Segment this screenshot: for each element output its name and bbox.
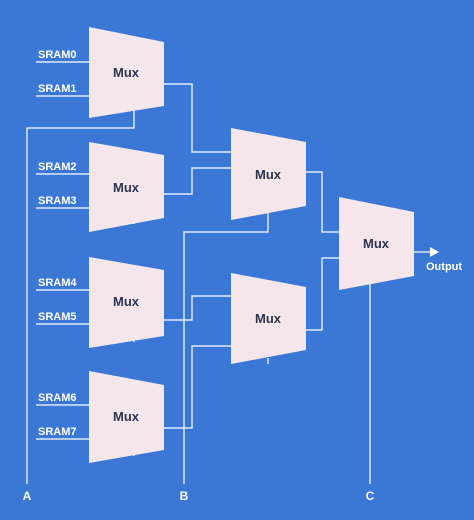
- output-label: Output: [426, 261, 462, 273]
- output-arrow-icon: [430, 247, 439, 257]
- select-label-b: B: [180, 489, 189, 503]
- input-label-sram1: SRAM1: [38, 83, 77, 95]
- mux-2: Mux: [89, 142, 164, 232]
- mux-6-label: Mux: [255, 311, 282, 326]
- mux-4-label: Mux: [113, 409, 140, 424]
- mux-1: Mux: [89, 27, 164, 118]
- mux-6: Mux: [231, 273, 306, 364]
- input-label-sram4: SRAM4: [38, 277, 77, 289]
- stage2-output-wires: [306, 171, 339, 331]
- input-labels: SRAM0 SRAM1 SRAM2 SRAM3 SRAM4 SRAM5 SRAM…: [38, 49, 77, 438]
- input-label-sram5: SRAM5: [38, 311, 77, 323]
- select-labels: A B C: [23, 489, 375, 503]
- mux-3-label: Mux: [113, 294, 140, 309]
- mux-7: Mux: [339, 197, 414, 290]
- input-label-sram0: SRAM0: [38, 49, 77, 61]
- mux-5-label: Mux: [255, 167, 282, 182]
- input-label-sram6: SRAM6: [38, 392, 77, 404]
- mux-4: Mux: [89, 371, 164, 463]
- mux-1-label: Mux: [113, 65, 140, 80]
- select-label-c: C: [366, 489, 375, 503]
- mux-5: Mux: [231, 128, 306, 220]
- input-label-sram2: SRAM2: [38, 161, 77, 173]
- mux-7-label: Mux: [363, 236, 390, 251]
- stage1-output-wires: [164, 83, 231, 429]
- input-label-sram3: SRAM3: [38, 195, 77, 207]
- input-wires: [36, 61, 89, 440]
- select-label-a: A: [23, 489, 32, 503]
- input-label-sram7: SRAM7: [38, 426, 77, 438]
- mux-3: Mux: [89, 257, 164, 348]
- mux-2-label: Mux: [113, 180, 140, 195]
